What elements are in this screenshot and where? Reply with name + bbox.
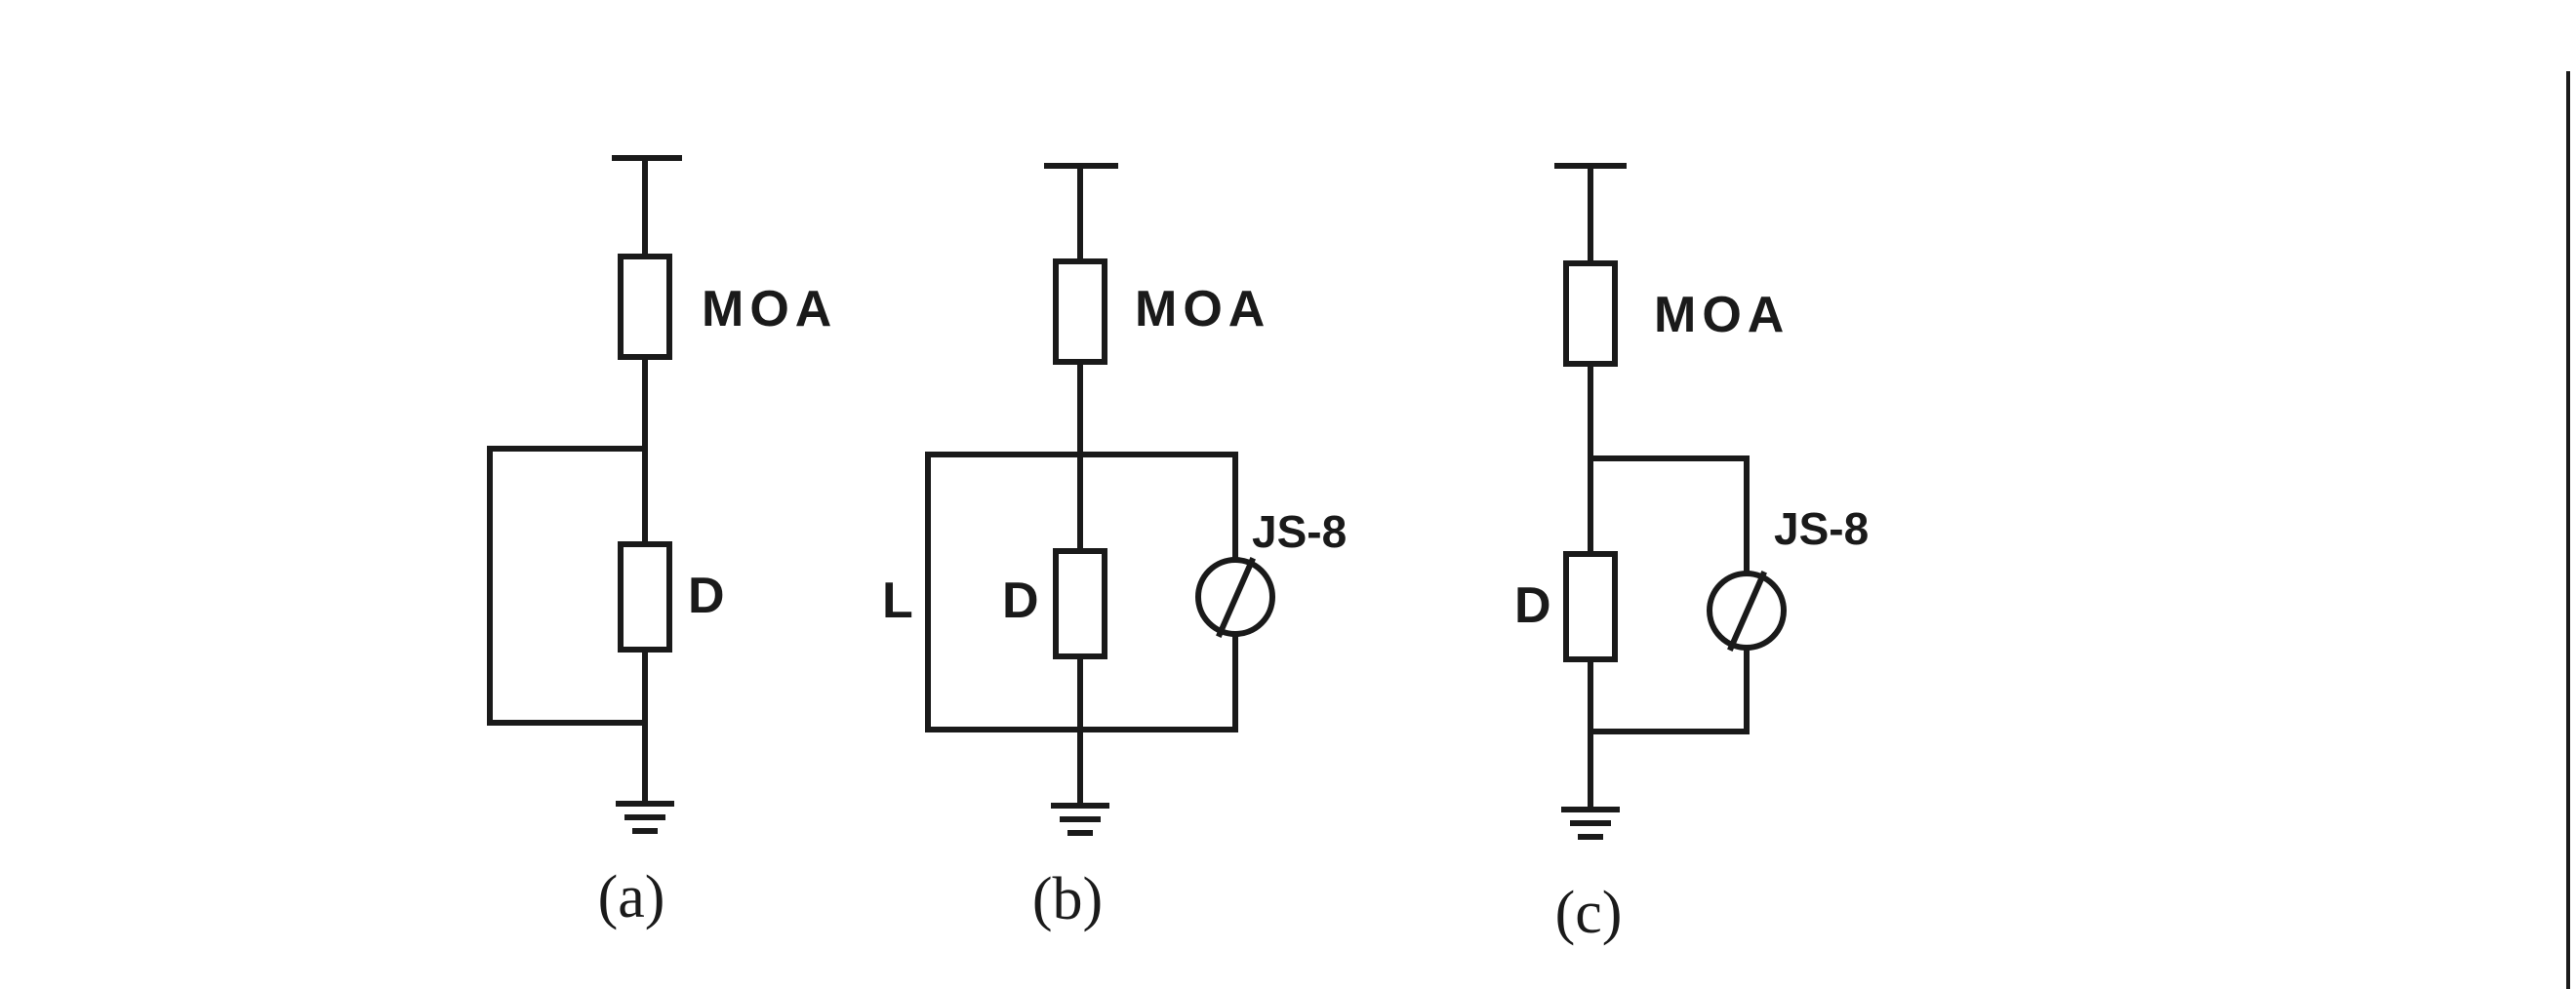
moa-label: MOA — [702, 281, 837, 337]
js-label: JS-8 — [1252, 506, 1347, 557]
circuit-c: MOA D JS-8 (c) — [1514, 163, 1869, 946]
l-label: L — [882, 573, 919, 629]
moa-resistor — [618, 254, 672, 360]
d-resistor — [1563, 551, 1618, 662]
moa-label: MOA — [1654, 287, 1790, 343]
counter-branch — [1588, 646, 1750, 734]
d-label: D — [1002, 573, 1045, 629]
ground-icon — [1561, 807, 1620, 840]
counter-icon — [1195, 557, 1275, 638]
circuit-a: MOA D (a) — [487, 155, 837, 930]
circuit-b: MOA D L JS-8 (b) — [882, 163, 1347, 932]
moa-label: MOA — [1135, 281, 1270, 337]
caption-c: (c) — [1555, 880, 1623, 946]
ground-icon — [616, 801, 674, 834]
bypass-loop — [487, 446, 648, 726]
d-label: D — [688, 568, 731, 624]
moa-resistor — [1053, 258, 1107, 365]
ground-icon — [1051, 803, 1109, 836]
moa-resistor — [1563, 260, 1618, 367]
d-label: D — [1514, 577, 1557, 634]
counter-branch — [1588, 455, 1750, 575]
caption-a: (a) — [598, 864, 665, 930]
d-resistor — [1053, 548, 1107, 659]
counter-icon — [1707, 571, 1787, 652]
caption-b: (b) — [1032, 866, 1103, 932]
js-label: JS-8 — [1774, 503, 1869, 554]
d-resistor — [618, 541, 672, 653]
